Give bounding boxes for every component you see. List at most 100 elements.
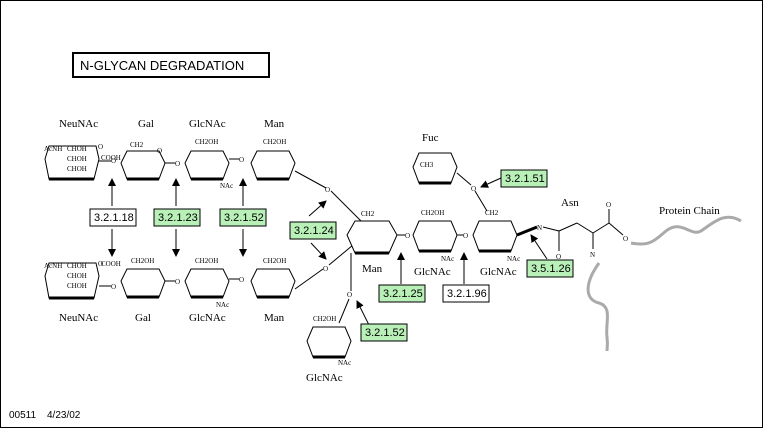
label-neunac-top: NeuNAc <box>59 118 98 130</box>
glcnac-core2-ring: CH2 NAc <box>472 209 520 263</box>
svg-text:3.5.1.26: 3.5.1.26 <box>531 263 571 275</box>
svg-text:O: O <box>175 278 180 286</box>
svg-text:CHOH: CHOH <box>67 165 87 173</box>
enzyme-3-2-1-24[interactable]: 3.2.1.24 <box>289 221 337 240</box>
svg-text:N: N <box>590 251 595 259</box>
svg-text:O: O <box>347 291 352 299</box>
label-gal-top: Gal <box>138 118 154 130</box>
svg-text:CH2: CH2 <box>361 210 375 218</box>
svg-text:CH2: CH2 <box>485 209 499 217</box>
svg-text:3.2.1.52: 3.2.1.52 <box>365 327 405 339</box>
svg-text:O: O <box>471 185 476 193</box>
label-asn: Asn <box>561 197 579 209</box>
svg-text:CH2OH: CH2OH <box>131 257 154 265</box>
svg-text:CHOH: CHOH <box>67 155 87 163</box>
label-glcnac-bisect: GlcNAc <box>306 372 343 384</box>
enzyme-3-2-1-52-top[interactable]: 3.2.1.52 <box>219 208 267 227</box>
svg-text:COOH: COOH <box>101 260 121 268</box>
label-fuc: Fuc <box>422 132 439 144</box>
svg-text:O: O <box>463 232 468 240</box>
svg-text:O: O <box>111 283 116 291</box>
map-id: 00511 <box>9 410 37 421</box>
svg-text:CH2: CH2 <box>130 141 144 149</box>
svg-text:O: O <box>556 253 561 261</box>
svg-text:CH2OH: CH2OH <box>195 257 218 265</box>
protein-chain-curve <box>630 215 742 246</box>
protein-chain-curve-down <box>586 262 609 352</box>
svg-text:O: O <box>405 232 410 240</box>
svg-text:N: N <box>537 224 542 232</box>
svg-text:O: O <box>175 160 180 168</box>
map-date: 4/23/02 <box>47 410 81 421</box>
gal-bottom-ring: CH2OH <box>120 257 166 299</box>
gal-top-ring: CH2 O <box>120 141 166 181</box>
svg-text:3.2.1.25: 3.2.1.25 <box>383 288 423 300</box>
svg-text:3.2.1.51: 3.2.1.51 <box>505 173 545 185</box>
svg-text:O: O <box>111 157 116 165</box>
svg-text:3.2.1.18: 3.2.1.18 <box>94 212 134 224</box>
svg-text:NAc: NAc <box>507 255 520 263</box>
svg-text:CHOH: CHOH <box>67 145 87 153</box>
svg-text:3.2.1.23: 3.2.1.23 <box>158 212 198 224</box>
enzyme-3-2-1-52-bottom[interactable]: 3.2.1.52 <box>360 323 408 342</box>
svg-text:O: O <box>98 260 103 268</box>
svg-text:NAc: NAc <box>338 359 351 367</box>
svg-text:O: O <box>239 156 244 164</box>
svg-text:CH2OH: CH2OH <box>195 138 218 146</box>
svg-text:NAc: NAc <box>441 255 454 263</box>
glcnac-bottom-ring: CH2OH NAc <box>184 257 230 309</box>
label-man-top: Man <box>264 118 285 130</box>
svg-text:O: O <box>98 143 103 151</box>
enzyme-3-2-1-96[interactable]: 3.2.1.96 <box>442 284 490 303</box>
svg-text:AcNH: AcNH <box>44 262 62 270</box>
svg-text:CH2OH: CH2OH <box>263 138 286 146</box>
enzyme-3-2-1-23[interactable]: 3.2.1.23 <box>153 208 201 227</box>
svg-text:O: O <box>323 265 328 273</box>
label-man-core: Man <box>362 263 383 275</box>
svg-text:CH2OH: CH2OH <box>313 315 336 323</box>
man-core-ring: CH2 <box>346 210 398 255</box>
svg-text:O: O <box>606 201 611 209</box>
svg-text:CH2OH: CH2OH <box>263 257 286 265</box>
svg-text:3.2.1.96: 3.2.1.96 <box>447 288 487 300</box>
svg-text:CHOH: CHOH <box>67 272 87 280</box>
label-glcnac-core1: GlcNAc <box>414 266 451 278</box>
enzyme-3-2-1-51[interactable]: 3.2.1.51 <box>500 169 548 188</box>
svg-text:O: O <box>239 276 244 284</box>
svg-text:AcNH: AcNH <box>44 145 62 153</box>
svg-text:COOH: COOH <box>101 154 121 162</box>
svg-text:O: O <box>325 186 330 194</box>
man-bottom-ring: CH2OH <box>250 257 296 299</box>
neunac-top-ring: AcNH CHOH CHOH CHOH O COOH <box>44 143 121 181</box>
svg-text:O: O <box>157 147 162 155</box>
title-box: N-GLYCAN DEGRADATION <box>72 52 270 78</box>
glcnac-core1-ring: CH2OH NAc <box>412 209 458 263</box>
svg-text:3.2.1.24: 3.2.1.24 <box>294 225 334 237</box>
map-title: N-GLYCAN DEGRADATION <box>80 58 244 73</box>
enzyme-3-5-1-26[interactable]: 3.5.1.26 <box>526 259 574 278</box>
glcnac-top-ring: CH2OH NAc <box>184 138 233 190</box>
svg-text:NAc: NAc <box>216 301 229 309</box>
svg-text:CHOH: CHOH <box>67 282 87 290</box>
label-gal-bottom: Gal <box>135 312 151 324</box>
svg-text:CH2OH: CH2OH <box>421 209 444 217</box>
label-glcnac-core2: GlcNAc <box>480 266 517 278</box>
neunac-bottom-ring: AcNH CHOH CHOH CHOH O COOH <box>44 260 121 300</box>
man-top-ring: CH2OH <box>250 138 296 181</box>
label-man-bottom: Man <box>264 312 285 324</box>
glcnac-bisect-ring: CH2OH NAc <box>306 315 352 367</box>
svg-text:NAc: NAc <box>220 182 233 190</box>
svg-text:O: O <box>623 235 628 243</box>
label-neunac-bottom: NeuNAc <box>59 312 98 324</box>
fuc-ring: CH3 <box>412 152 458 185</box>
label-glcnac-top: GlcNAc <box>189 118 226 130</box>
svg-text:CH3: CH3 <box>420 161 434 169</box>
enzyme-3-2-1-25[interactable]: 3.2.1.25 <box>378 284 426 303</box>
svg-text:CHOH: CHOH <box>67 262 87 270</box>
enzyme-3-2-1-18[interactable]: 3.2.1.18 <box>89 208 137 227</box>
label-glcnac-bottom: GlcNAc <box>189 312 226 324</box>
label-protein-chain: Protein Chain <box>659 205 720 217</box>
svg-text:3.2.1.52: 3.2.1.52 <box>224 212 264 224</box>
